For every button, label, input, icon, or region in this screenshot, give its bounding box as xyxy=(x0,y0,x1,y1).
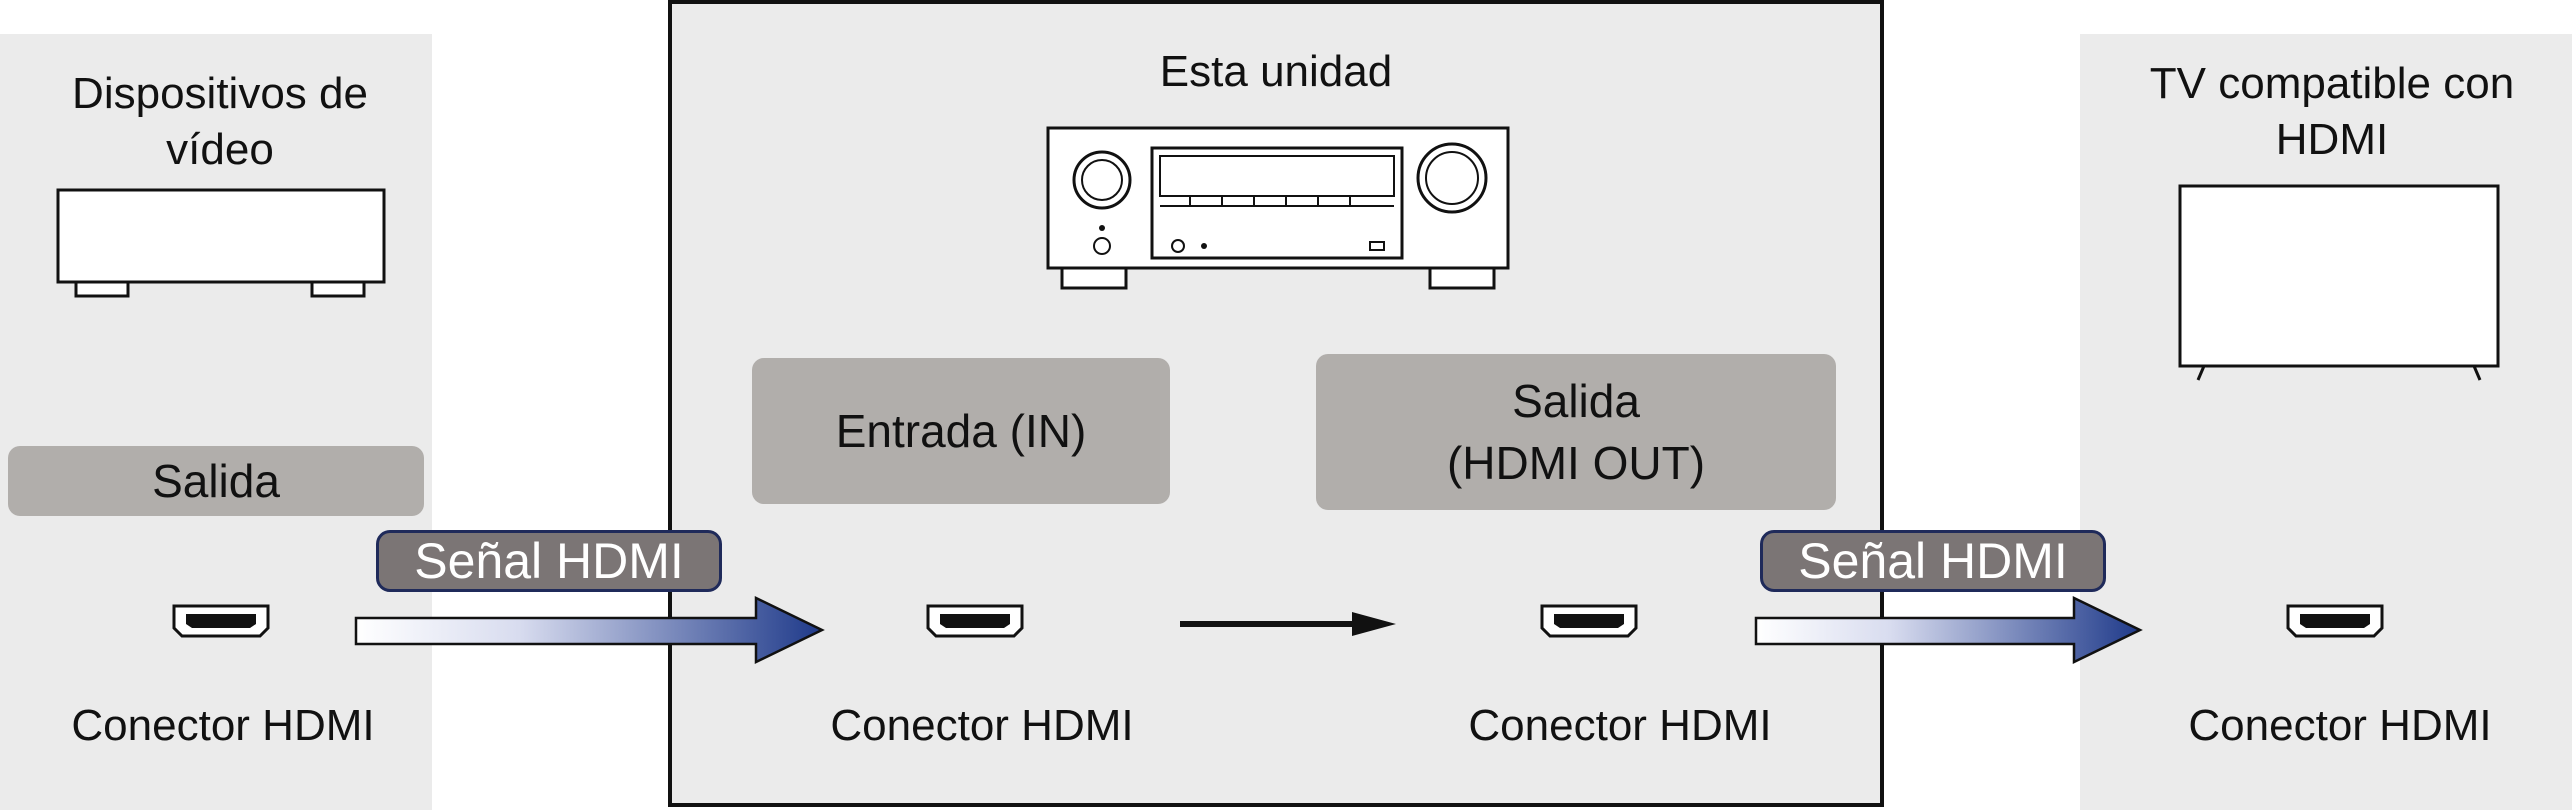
hdmi-connector-icon-tv xyxy=(2286,604,2384,638)
internal-signal-arrow xyxy=(1180,612,1396,636)
source-output-label: Salida xyxy=(8,446,424,516)
av-receiver-icon xyxy=(1046,126,1510,290)
video-device-icon xyxy=(56,188,386,298)
hdmi-signal-badge-right: Señal HDMI xyxy=(1760,530,2106,592)
hdmi-signal-arrow-right xyxy=(1754,596,2143,664)
tv-title: TV compatible con HDMI xyxy=(2149,59,2515,164)
unit-output-label-line1: Salida xyxy=(1512,375,1640,427)
hdmi-signal-badge-left: Señal HDMI xyxy=(376,530,722,592)
hdmi-connector-icon-source xyxy=(172,604,270,638)
hdmi-connector-icon-unit-in xyxy=(926,604,1024,638)
source-connector-label: Conector HDMI xyxy=(71,701,375,750)
tv-icon xyxy=(2178,184,2500,381)
tv-connector-label: Conector HDMI xyxy=(2188,701,2492,750)
unit-output-connector-label: Conector HDMI xyxy=(1468,701,1772,750)
unit-input-label: Entrada (IN) xyxy=(752,358,1170,504)
hdmi-connector-icon-unit-out xyxy=(1540,604,1638,638)
unit-input-connector-label: Conector HDMI xyxy=(830,701,1134,750)
source-title: Dispositivos de vídeo xyxy=(72,69,368,174)
unit-output-label-line2: (HDMI OUT) xyxy=(1446,437,1706,489)
unit-output-label: Salida (HDMI OUT) xyxy=(1316,354,1836,510)
unit-title: Esta unidad xyxy=(1159,47,1393,96)
source-panel xyxy=(0,34,432,810)
tv-panel xyxy=(2080,34,2572,810)
hdmi-signal-arrow-left xyxy=(354,596,825,664)
